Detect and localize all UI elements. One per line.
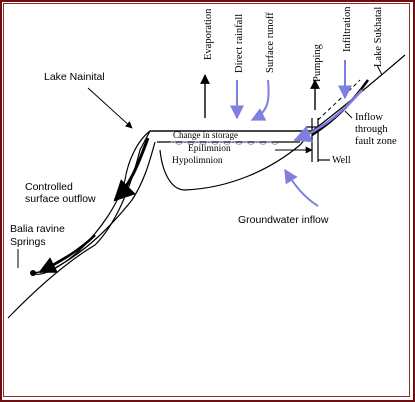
inflow-pointer (344, 110, 353, 119)
epilimnion-label: Epilimnion (188, 144, 231, 154)
outflow-arrow-icon (113, 137, 150, 202)
infiltration-label: Infiltration (342, 6, 353, 52)
inflow-label-2: through (355, 124, 388, 135)
springs-arrow-lower (39, 253, 71, 274)
fault-dash (317, 79, 361, 121)
surface-runoff-label: Surface runoff (265, 12, 276, 73)
groundwater-inflow-label: Groundwater inflow (238, 214, 329, 226)
runoff-arrow-icon (250, 79, 270, 121)
sukhatal-pointer (376, 64, 383, 76)
lake-bowl (159, 130, 313, 191)
well-label: Well (332, 155, 351, 166)
controlled-outflow-label-1: Controlled (25, 181, 73, 193)
evaporation-label: Evaporation (203, 8, 214, 60)
direct-rainfall-label: Direct rainfall (234, 14, 245, 73)
change-in-storage-label: Change in storage (173, 130, 238, 140)
inflow-label-1: Inflow (355, 112, 383, 123)
pumping-label: Pumping (312, 43, 323, 82)
water-surface-dashes (169, 141, 279, 145)
balia-ravine-label: Balia ravine (10, 223, 65, 235)
hypolimnion-label: Hypolimnion (172, 156, 223, 166)
fault-zone-blue (293, 89, 363, 143)
groundwater-arrow-icon (284, 168, 319, 207)
inner-frame (3, 3, 410, 397)
controlled-outflow-label-2: surface outflow (25, 193, 96, 205)
lake-sukhatal-label: Lake Sukhatal (373, 7, 384, 67)
lake-nainital-label: Lake Nainital (44, 71, 105, 83)
lake-nainital-pointer (87, 87, 133, 129)
inflow-label-3: fault zone (355, 136, 397, 147)
springs-dot (30, 270, 36, 276)
springs-label: Springs (10, 236, 46, 248)
